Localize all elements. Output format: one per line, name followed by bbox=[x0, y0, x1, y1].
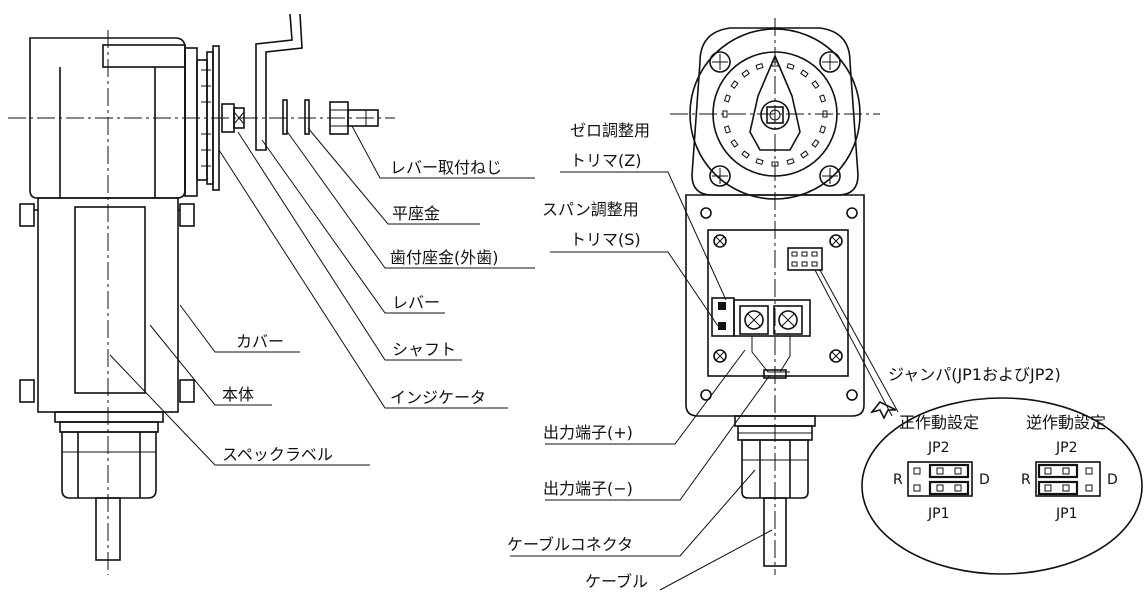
jumper-reverse-setting: 逆作動設定 JP2 R D JP1 bbox=[1021, 413, 1118, 522]
label-lever: レバー bbox=[392, 293, 440, 312]
label-indicator: インジケータ bbox=[390, 388, 486, 407]
dial-tick bbox=[800, 150, 809, 159]
label-output-plus: 出力端子(+) bbox=[543, 423, 633, 442]
forward-jp1: JP1 bbox=[927, 506, 949, 522]
front-view bbox=[670, 18, 880, 575]
jumper-detail: 正作動設定 JP2 R D JP1 逆作動設定 JP2 R D JP1 bbox=[861, 397, 1143, 575]
label-spec-label: スペックラベル bbox=[222, 445, 333, 464]
dial-tick bbox=[723, 125, 731, 134]
dial-tick bbox=[730, 139, 739, 148]
reverse-jp1: JP1 bbox=[1055, 506, 1077, 522]
label-zero-trimmer-1: ゼロ調整用 bbox=[570, 121, 650, 140]
label-body: 本体 bbox=[222, 385, 254, 404]
label-span-trimmer-2: トリマ(S) bbox=[570, 230, 641, 249]
reverse-r: R bbox=[1021, 472, 1031, 488]
dial-tick bbox=[786, 62, 795, 70]
front-view-leaders bbox=[510, 171, 899, 591]
dial-tick bbox=[786, 158, 795, 166]
jumper-forward-setting: 正作動設定 JP2 R D JP1 bbox=[893, 413, 990, 522]
side-view-leaders bbox=[109, 125, 535, 466]
dial-tick bbox=[755, 158, 764, 166]
forward-jp2: JP2 bbox=[927, 440, 949, 456]
front-view-labels: ゼロ調整用 トリマ(Z) スパン調整用 トリマ(S) 出力端子(+) 出力端子(… bbox=[507, 121, 1061, 591]
side-view bbox=[8, 13, 395, 575]
forward-d: D bbox=[979, 472, 990, 488]
reverse-jp2: JP2 bbox=[1055, 440, 1077, 456]
dial-tick bbox=[723, 94, 731, 103]
label-toothed-washer: 歯付座金(外歯) bbox=[390, 248, 499, 267]
dial-tick bbox=[800, 69, 809, 78]
side-view-labels: レバー取付ねじ 平座金 歯付座金(外歯) レバー シャフト インジケータ カバー… bbox=[222, 158, 502, 464]
label-lever-screw: レバー取付ねじ bbox=[390, 158, 502, 177]
dial-tick bbox=[811, 139, 820, 148]
label-flat-washer: 平座金 bbox=[392, 204, 440, 223]
label-cover: カバー bbox=[236, 332, 284, 351]
reverse-d: D bbox=[1107, 472, 1118, 488]
dial-tick bbox=[819, 125, 827, 134]
dial-tick bbox=[730, 80, 739, 89]
dial-tick bbox=[822, 110, 828, 118]
dial-tick bbox=[819, 94, 827, 103]
forward-r: R bbox=[893, 472, 903, 488]
dial-tick bbox=[722, 110, 728, 118]
reverse-title: 逆作動設定 bbox=[1026, 413, 1106, 432]
dial-tick bbox=[811, 80, 820, 89]
label-cable: ケーブル bbox=[585, 572, 648, 591]
dial-tick bbox=[741, 150, 750, 159]
forward-title: 正作動設定 bbox=[899, 413, 979, 432]
label-jumper: ジャンパ(JP1およびJP2) bbox=[888, 365, 1061, 384]
label-span-trimmer-1: スパン調整用 bbox=[542, 200, 639, 219]
label-cable-connector: ケーブルコネクタ bbox=[507, 535, 633, 554]
dial-tick bbox=[755, 62, 764, 70]
label-output-minus: 出力端子(−) bbox=[543, 479, 633, 498]
label-zero-trimmer-2: トリマ(Z) bbox=[570, 151, 641, 170]
dial-tick bbox=[741, 69, 750, 78]
dial-tick bbox=[771, 161, 779, 167]
label-shaft: シャフト bbox=[392, 340, 456, 359]
